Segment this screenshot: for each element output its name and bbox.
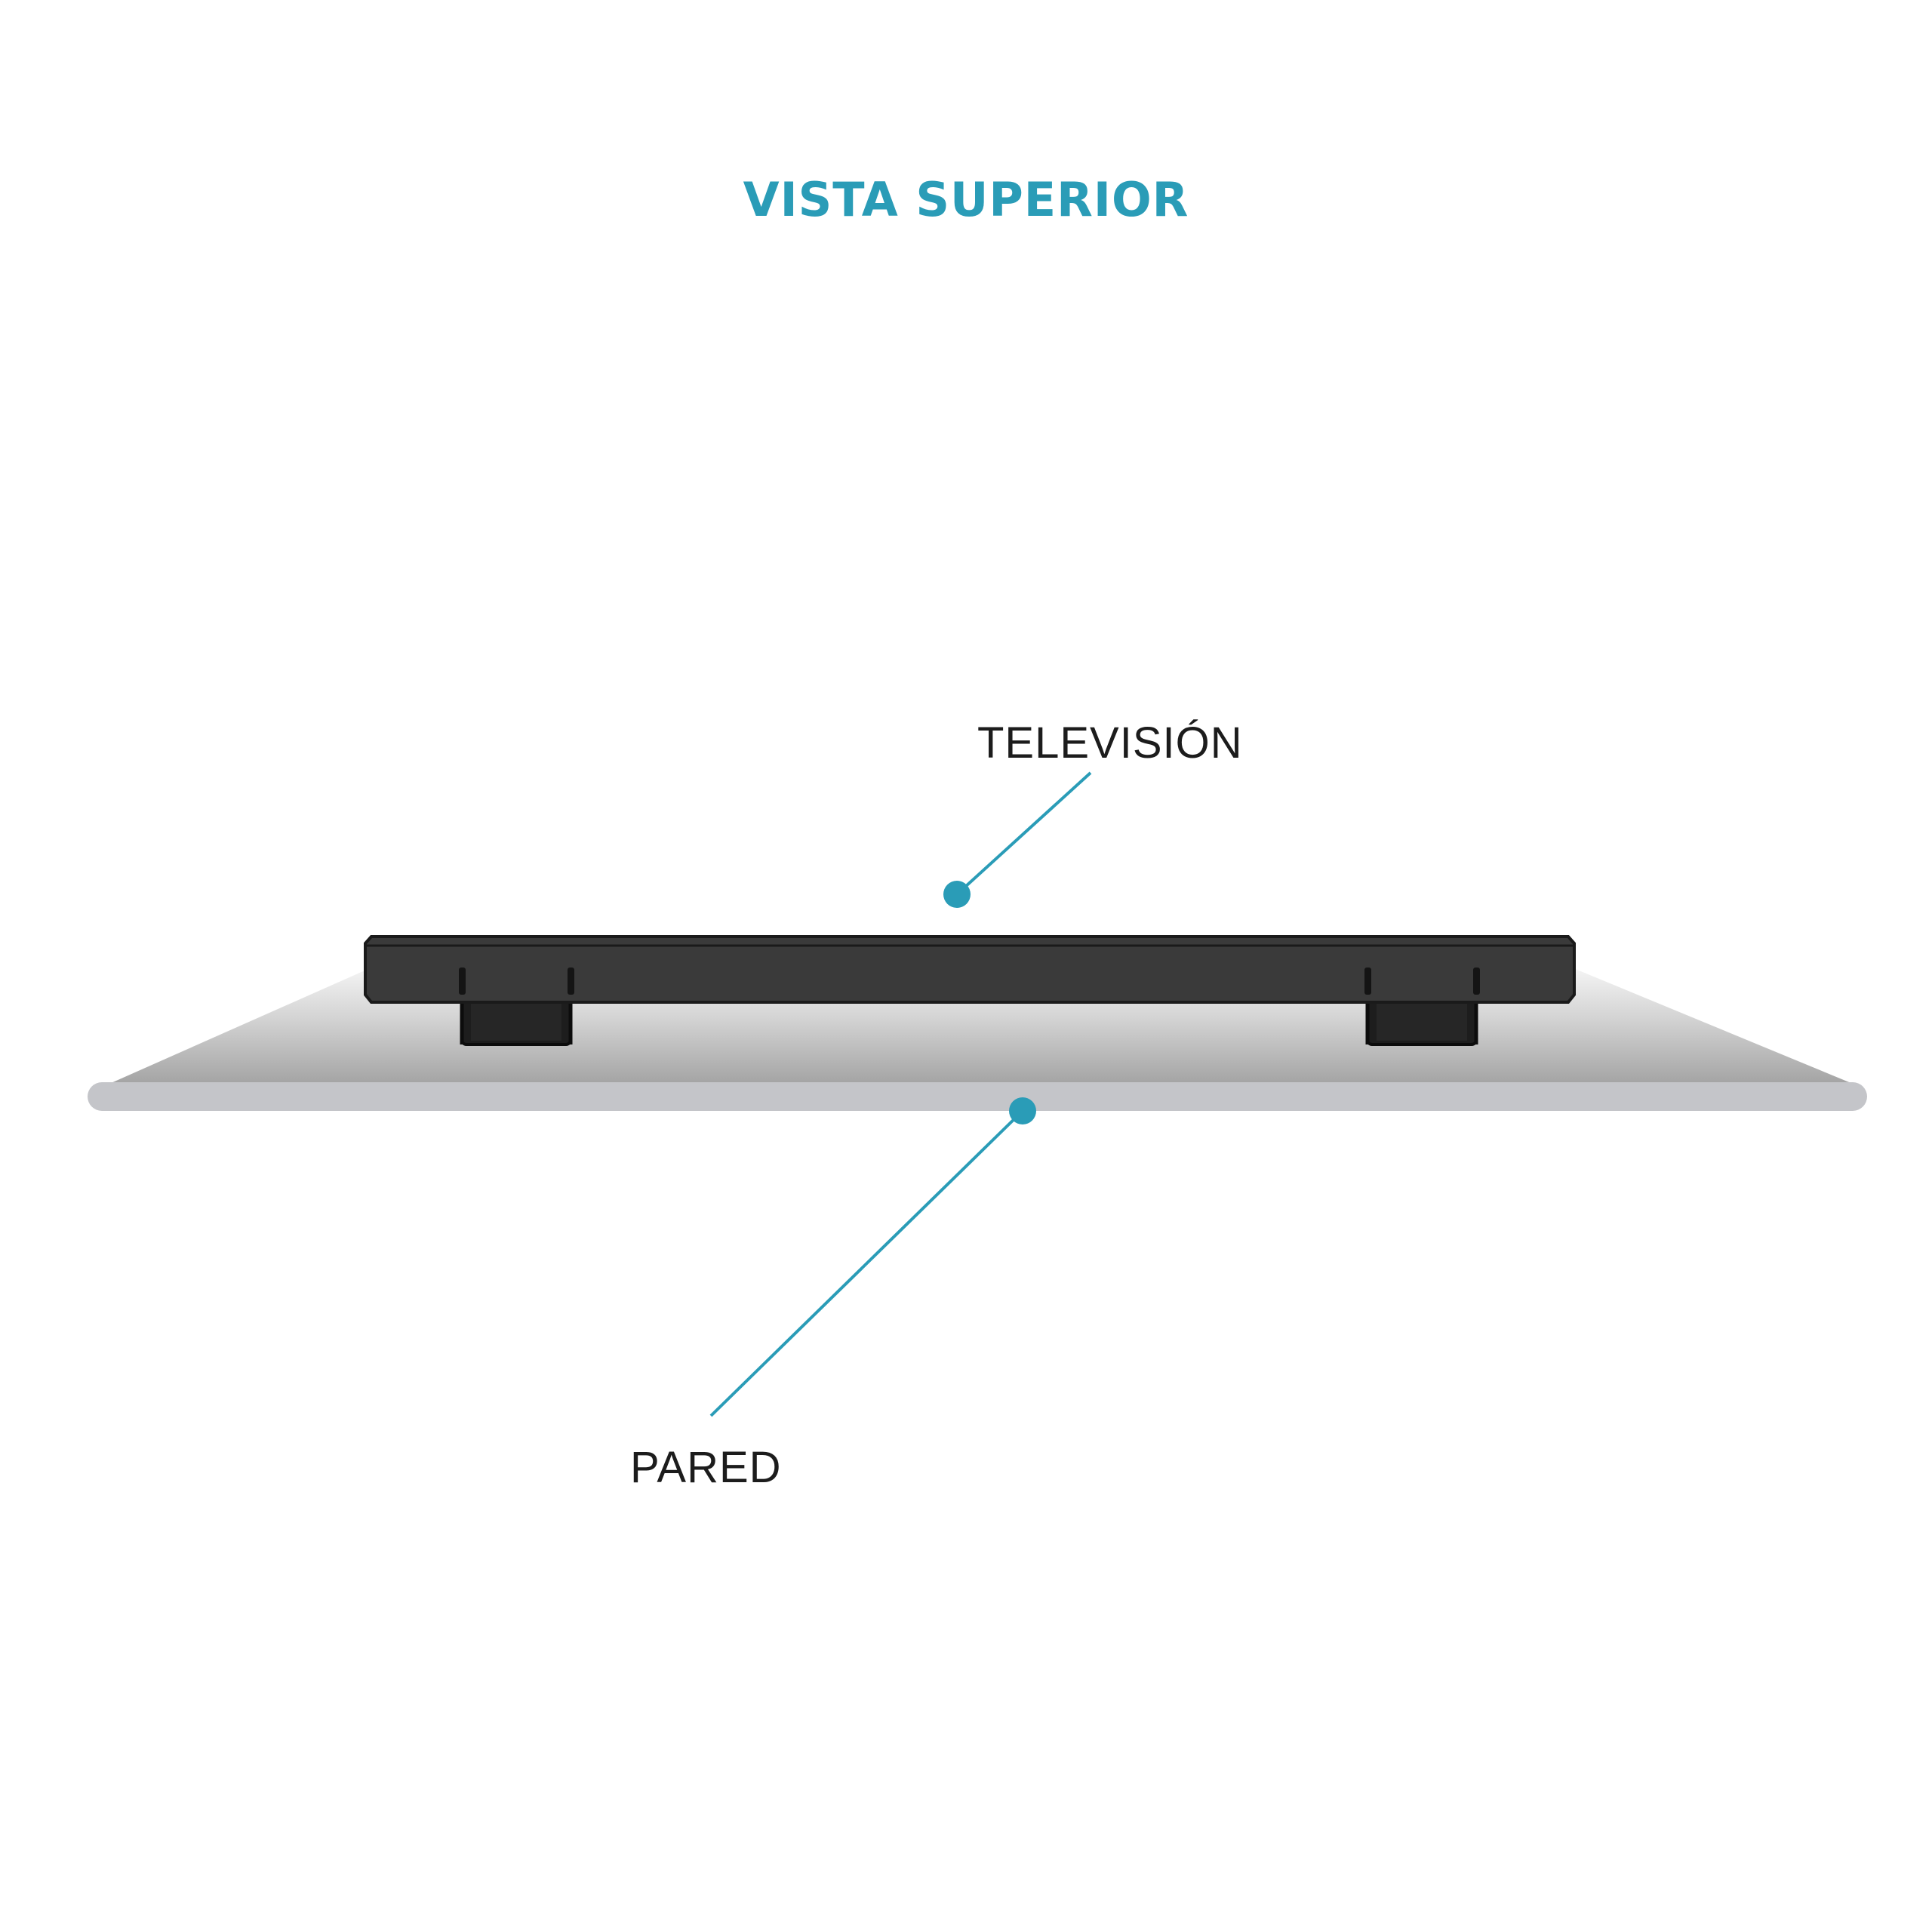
wall-leader-line xyxy=(709,1109,1024,1417)
tv-label: TELEVISIÓN xyxy=(977,718,1243,768)
tv-marker-dot xyxy=(943,881,971,908)
page-title: VISTA SUPERIOR xyxy=(743,172,1189,227)
wall-marker-dot xyxy=(1009,1097,1036,1124)
television xyxy=(364,935,1576,1004)
wall-label: PARED xyxy=(630,1443,782,1492)
tv-leader-line xyxy=(955,771,1092,896)
wall xyxy=(88,1082,1867,1111)
